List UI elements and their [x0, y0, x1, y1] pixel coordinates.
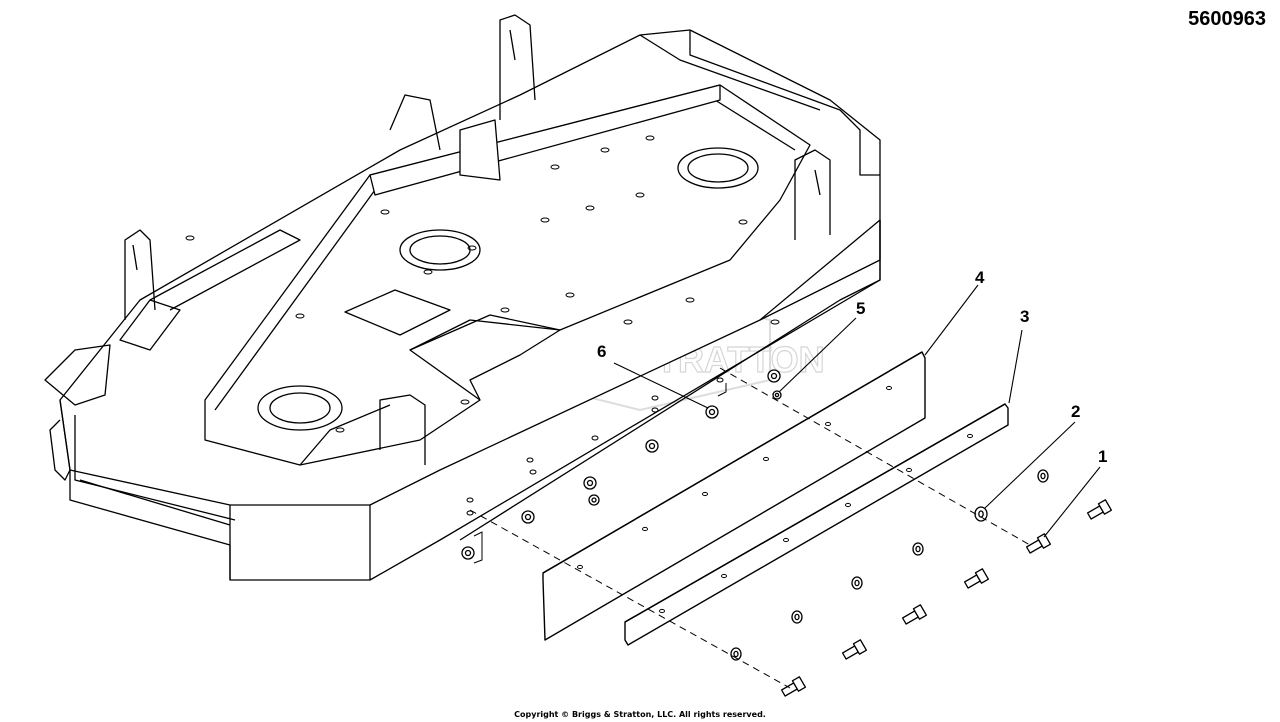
backing-strip — [624, 403, 1009, 646]
hex-bolt-icon — [780, 499, 1113, 697]
callout-3[interactable]: 3 — [1020, 307, 1029, 326]
assembly-guide-lines — [469, 367, 1031, 689]
flat-washer-icon — [730, 469, 1049, 661]
callout-leaders — [613, 284, 1101, 538]
lock-nut-icon — [772, 390, 782, 400]
diagram-part-number: 5600963 — [1188, 8, 1266, 30]
callout-5[interactable]: 5 — [856, 299, 865, 318]
callout-6[interactable]: 6 — [597, 342, 606, 361]
lock-nut-icon — [461, 369, 781, 560]
baffle-plate — [542, 351, 926, 641]
callout-4[interactable]: 4 — [975, 268, 985, 287]
callout-2[interactable]: 2 — [1071, 402, 1080, 421]
copyright-notice: Copyright © Briggs & Stratton, LLC. All … — [514, 710, 766, 719]
mower-deck-illustration — [44, 14, 881, 581]
callout-1[interactable]: 1 — [1098, 447, 1107, 466]
